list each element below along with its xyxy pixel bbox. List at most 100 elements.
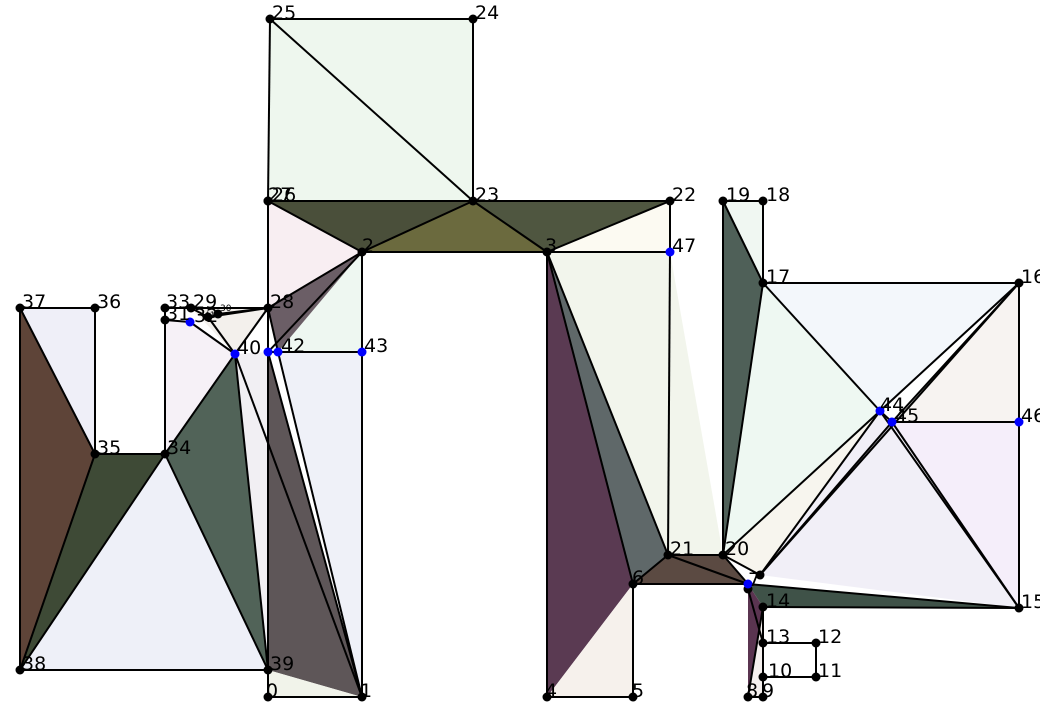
vertex-label-31: 31 — [166, 303, 190, 325]
vertex-49 — [743, 579, 753, 589]
edge-48-1 — [267, 351, 363, 698]
edge-3-21 — [546, 251, 669, 556]
edge-20-50 — [722, 554, 761, 576]
vertex-42 — [273, 347, 283, 357]
vertex-9 — [758, 692, 768, 702]
vertex-37 — [15, 303, 25, 313]
edge-22-3 — [546, 200, 671, 253]
edge-6-21 — [632, 554, 669, 585]
vertex-40 — [230, 349, 240, 359]
vertex-label-45: 45 — [895, 405, 919, 427]
vertex-label-27: 27 — [268, 184, 292, 206]
edge-3-6 — [546, 251, 634, 585]
vertex-48 — [263, 347, 273, 357]
face-12 — [547, 584, 633, 697]
vertex-label-22: 22 — [672, 184, 696, 206]
face-5 — [268, 201, 362, 308]
vertex-5 — [628, 692, 638, 702]
edge-25-26 — [267, 18, 271, 202]
face-14 — [668, 252, 723, 555]
vertex-label-28: 28 — [270, 291, 294, 313]
vertex-32 — [185, 317, 195, 327]
vertex-label-40: 40 — [237, 337, 261, 359]
edge-44-15 — [879, 410, 1020, 609]
vertex-31 — [160, 315, 170, 325]
vertex-label-26: 26 — [272, 184, 296, 206]
vertex-19 — [718, 196, 728, 206]
edge-41-40 — [207, 316, 236, 355]
vertex-30 — [213, 309, 223, 319]
vertex-11 — [811, 672, 821, 682]
face-2 — [268, 201, 473, 252]
edge-17-20 — [722, 282, 764, 556]
edge-25-23 — [269, 18, 474, 202]
edge-15-14 — [762, 606, 1020, 609]
vertex-label-29: 29 — [193, 291, 217, 313]
vertex-46 — [1014, 417, 1024, 427]
vertex-24 — [468, 14, 478, 24]
vertex-21 — [663, 550, 673, 560]
edge-14-8 — [747, 606, 764, 698]
vertex-label-32: 32 — [194, 305, 218, 327]
vertex-label-18: 18 — [766, 184, 790, 206]
face-16 — [723, 201, 763, 555]
face-4 — [473, 201, 670, 252]
edge-37-35 — [19, 307, 96, 455]
edge-44-20 — [722, 410, 881, 556]
vertex-39 — [263, 665, 273, 675]
vertex-label-21: 21 — [670, 538, 694, 560]
edge-48-2 — [267, 251, 363, 353]
vertex-18 — [758, 196, 768, 206]
vertex-label-12: 12 — [818, 626, 842, 648]
vertex-28 — [263, 303, 273, 313]
vertex-17 — [758, 278, 768, 288]
face-33 — [165, 320, 235, 454]
vertex-label-15: 15 — [1021, 591, 1040, 613]
face-17 — [763, 283, 1019, 411]
vertex-34 — [160, 449, 170, 459]
vertex-29 — [186, 303, 196, 313]
edge-40-39 — [234, 353, 269, 671]
edge-23-3 — [472, 200, 548, 253]
edge-23-2 — [361, 200, 474, 253]
edge-50-16 — [759, 282, 1020, 576]
vertex-label-19: 19 — [726, 184, 750, 206]
vertex-12 — [811, 638, 821, 648]
vertex-label-35: 35 — [97, 437, 121, 459]
vertex-14 — [758, 602, 768, 612]
vertex-label-46: 46 — [1021, 405, 1040, 427]
face-26 — [763, 643, 816, 677]
edge-2-28 — [267, 251, 363, 309]
vertex-label-10: 10 — [768, 660, 792, 682]
vertex-43 — [357, 347, 367, 357]
edge-34-40 — [164, 353, 236, 455]
edge-30-28 — [217, 307, 269, 315]
face-3 — [362, 201, 547, 252]
vertex-label-6: 6 — [632, 567, 644, 589]
vertex-label-43: 43 — [364, 335, 388, 357]
face-11 — [547, 252, 633, 697]
vertex-label-33: 33 — [166, 291, 190, 313]
vertex-label-9: 9 — [762, 680, 774, 702]
edge-34-39 — [164, 453, 269, 671]
vertex-45 — [887, 417, 897, 427]
vertex-6 — [628, 579, 638, 589]
edge-19-17 — [722, 200, 764, 284]
vertex-label-11: 11 — [818, 660, 842, 682]
edge-7-13 — [747, 588, 764, 644]
vertex-23 — [468, 196, 478, 206]
vertex-4 — [542, 692, 552, 702]
vertex-label-47: 47 — [672, 235, 696, 257]
edge-28-42 — [267, 307, 279, 353]
edges-layer — [19, 18, 1020, 698]
edge-34-38 — [19, 453, 166, 671]
vertex-50 — [755, 570, 765, 580]
face-21 — [760, 411, 1019, 608]
vertex-27 — [263, 196, 273, 206]
vertex-25 — [265, 14, 275, 24]
edge-40-1 — [234, 353, 363, 698]
vertex-label-24: 24 — [475, 2, 499, 24]
vertex-36 — [90, 303, 100, 313]
